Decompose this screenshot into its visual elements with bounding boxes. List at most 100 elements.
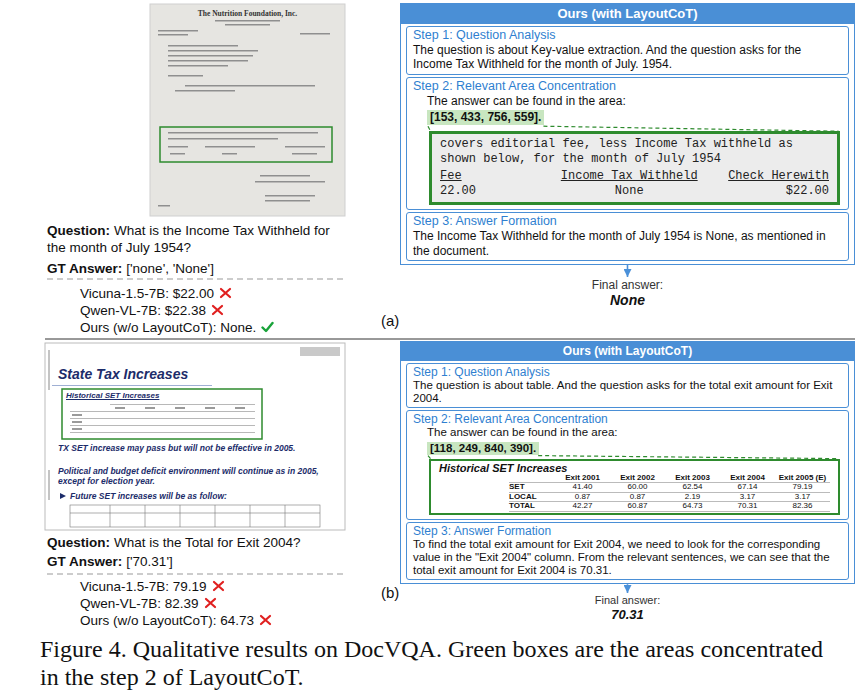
slide-text-group: TX SET increase may pass but will not be… (58, 443, 343, 453)
step-text: The question is about Key-value extracti… (413, 43, 842, 72)
final-answer-value: None (528, 292, 728, 308)
step-text: To find the total exit amount for Exit 2… (413, 538, 842, 578)
slide-subtitle: Historical SET Increases (66, 391, 159, 400)
document-text: $22.00 (713, 184, 829, 199)
model-answer-group: Ours (w/o LayoutCoT): 64.73 (80, 612, 272, 629)
ground-truth: ['none', 'None'] (126, 261, 214, 276)
table-cell: 0.87 (555, 493, 610, 503)
question-text: What is the Total for Exit 2004? (114, 535, 301, 550)
figure-caption: Figure 4. Qualitative results on DocVQA.… (40, 636, 830, 691)
table-cell: 42.27 (555, 502, 610, 512)
method-panel: Ours (with LayoutCoT) Step 1: Question An… (400, 341, 855, 584)
table-title: Historical SET Increases (439, 462, 830, 474)
slide-title-group: State Tax Increases (58, 366, 188, 383)
table-cell: 79.19 (775, 483, 830, 493)
model-answer: Ours (w/o LayoutCoT): None. (80, 320, 256, 335)
step-heading: Step 1: Question Analysis (413, 365, 842, 379)
subfigure-label-group: (b) (381, 584, 399, 602)
document-text: 22.00 (440, 184, 545, 199)
letterhead-group: The Nutrition Foundation, Inc. (150, 9, 345, 18)
correct-mark (261, 321, 274, 333)
table-cell: TOTAL (509, 502, 555, 512)
model-answer: Vicuna-1.5-7B: 79.19 (80, 579, 207, 594)
flow-arrow (627, 584, 629, 593)
question-text-group: Question: What is the Total for Exit 2004… (47, 534, 347, 551)
document-text: Income Tax Withheld (545, 169, 713, 184)
reasoning-step-box: Step 1: Question AnalysisThe question is… (406, 26, 849, 75)
table-cell: LOCAL (509, 493, 555, 503)
subfigure-label-group: (a) (381, 312, 399, 330)
table-cell: 41.40 (555, 483, 610, 493)
document-table: FeeIncome Tax WithheldCheck Herewith22.0… (440, 169, 829, 199)
question-text-group: Question:What is the Income Tax Withheld… (47, 222, 347, 256)
final-answer: Final answer:None (528, 278, 728, 308)
wrong-mark (219, 287, 232, 299)
area-coordinates: [118, 249, 840, 390]. (427, 442, 539, 455)
final-answer-label: Final answer: (528, 594, 728, 607)
final-answer: Final answer:70.31 (528, 594, 728, 622)
step-text: The answer can be found in the area: (413, 426, 842, 439)
method-panel: Ours (with LayoutCoT)Step 1: Question An… (400, 3, 855, 265)
subfigure-label: (b) (381, 584, 399, 601)
document-text: None (545, 184, 713, 199)
document-text: Check Herewith (713, 169, 829, 184)
dashed-separator (47, 279, 345, 280)
table-cell: 67.14 (720, 483, 775, 493)
document-text: covers editorial fee, less Income Tax wi… (440, 137, 829, 167)
area-coordinates: [153, 433, 756, 559]. (427, 110, 544, 125)
question-text: Question: (47, 535, 110, 550)
ground-truth-group: GT Answer: ['none', 'None'] (47, 260, 347, 277)
letterhead: The Nutrition Foundation, Inc. (198, 9, 297, 18)
step-heading: Step 3: Answer Formation (413, 524, 842, 538)
model-answer: Qwen-VL-7B: 82.39 (80, 596, 199, 611)
wrong-mark (259, 614, 272, 626)
table-cell: 2.19 (665, 493, 720, 503)
ground-truth: ['70.31'] (126, 554, 172, 569)
table-cell: Exit 2003 (665, 474, 720, 484)
slide-title: State Tax Increases (58, 366, 188, 382)
coords-row: [118, 249, 840, 390]. (413, 440, 842, 455)
table-cell: 3.17 (775, 493, 830, 503)
slide-text: Future SET increases will be as follow: (70, 491, 227, 501)
table-cell: 62.54 (665, 483, 720, 493)
coords-row: [153, 433, 756, 559]. (413, 108, 842, 125)
slide-text-group: Political and budget deficit environment… (58, 466, 343, 486)
table-corner (509, 474, 555, 484)
ground-truth: GT Answer: (47, 554, 122, 569)
step-text: The question is about table. And the que… (413, 379, 842, 405)
model-answer: Ours (w/o LayoutCoT): 64.73 (80, 613, 254, 628)
table-cell: 60.87 (610, 502, 665, 512)
section-separator (45, 339, 855, 340)
subfigure-label: (a) (381, 312, 399, 329)
table-cell: 0.87 (610, 493, 665, 503)
document-table: Exit 2001Exit 2002Exit 2003Exit 2004Exit… (509, 474, 830, 512)
table-cell: 82.36 (775, 502, 830, 512)
final-answer-value: 70.31 (528, 607, 728, 622)
step-heading: Step 2: Relevant Area Concentration (413, 79, 842, 94)
model-answer-group: Qwen-VL-7B: 82.39 (80, 595, 217, 612)
table-cell: 70.31 (720, 502, 775, 512)
final-answer-label: Final answer: (528, 278, 728, 292)
step-heading: Step 1: Question Analysis (413, 28, 842, 43)
document-crop: covers editorial fee, less Income Tax wi… (429, 131, 840, 205)
table-cell: Exit 2005 (E) (775, 474, 830, 484)
reasoning-step-box: Step 2: Relevant Area ConcentrationThe a… (406, 410, 849, 519)
model-answer: Qwen-VL-7B: $22.38 (80, 303, 206, 318)
table-cell: 3.17 (720, 493, 775, 503)
flow-arrow (627, 265, 629, 277)
model-answer-group: Vicuna-1.5-7B: $22.00 (80, 285, 232, 302)
table-cell: Exit 2004 (720, 474, 775, 484)
slide-subtitle-group: Historical SET Increases (66, 391, 159, 401)
table-cell: 60.00 (610, 483, 665, 493)
ground-truth: GT Answer: (47, 261, 122, 276)
table-cell: Exit 2002 (610, 474, 665, 484)
table-cell: 64.73 (665, 502, 720, 512)
panel-title: Ours (with LayoutCoT) (401, 342, 854, 361)
step-text: The Income Tax Withheld for the month of… (413, 229, 842, 258)
dashed-separator (47, 574, 345, 575)
slide-text: TX SET increase may pass but will not be… (58, 443, 295, 453)
step-heading: Step 2: Relevant Area Concentration (413, 412, 842, 426)
reasoning-step-box: Step 3: Answer FormationThe Income Tax W… (406, 212, 849, 261)
wrong-mark (204, 597, 217, 609)
table-cell: Exit 2001 (555, 474, 610, 484)
